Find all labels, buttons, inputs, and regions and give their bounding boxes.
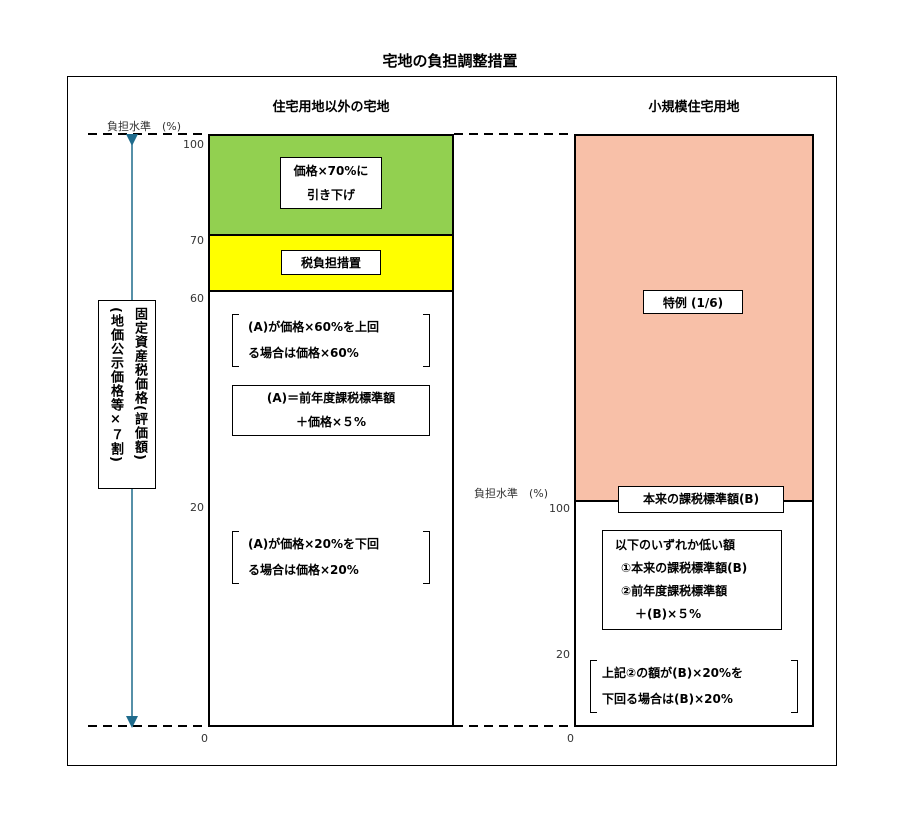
- white-band-left: [208, 290, 454, 727]
- left-tick-70: 70: [190, 234, 204, 247]
- lower-amount-line2: ①本来の課税標準額(B): [621, 561, 748, 575]
- right-heading: 小規模住宅用地: [648, 100, 740, 115]
- formula-a-box: (A)＝前年度課税標準額 ＋価格×５%: [232, 385, 430, 436]
- side-label-box: 固定資産税価格(評価額) (地価公示価格等×７割): [98, 300, 156, 489]
- right-axis-label: 負担水準 (%): [474, 487, 549, 500]
- special-rule-box: 特例 (1/6): [643, 290, 743, 314]
- left-tick-100: 100: [183, 138, 204, 151]
- formula-a-line2: ＋価格×５%: [295, 415, 367, 429]
- bracket-20-line2: る場合は価格×20%: [248, 563, 359, 577]
- left-tick-0: 0: [201, 732, 208, 745]
- bracket-note-right: 上記②の額が(B)×20%を 下回る場合は(B)×20%: [590, 660, 798, 713]
- bracket-right-line2: 下回る場合は(B)×20%: [602, 692, 733, 706]
- salmon-band: [574, 134, 814, 500]
- diagram-frame: [67, 76, 837, 766]
- green-note-box: 価格×70%に 引き下げ: [280, 157, 382, 209]
- left-heading: 住宅用地以外の宅地: [272, 100, 390, 115]
- green-note-line1: 価格×70%に: [293, 164, 369, 178]
- left-tick-20: 20: [190, 501, 204, 514]
- bracket-note-20: (A)が価格×20%を下回 る場合は価格×20%: [232, 531, 430, 584]
- lower-amount-line1: 以下のいずれか低い額: [615, 538, 736, 552]
- bracket-right-line1: 上記②の額が(B)×20%を: [602, 666, 744, 680]
- lower-amount-line3: ②前年度課税標準額: [621, 584, 728, 598]
- formula-a-line1: (A)＝前年度課税標準額: [266, 391, 396, 405]
- bracket-20-line1: (A)が価格×20%を下回: [248, 537, 380, 551]
- right-tick-0: 0: [567, 732, 574, 745]
- bracket-note-60: (A)が価格×60%を上回 る場合は価格×60%: [232, 314, 430, 367]
- side-label-line1: 固定資産税価格(評価額): [132, 307, 147, 461]
- right-tick-100: 100: [549, 502, 570, 515]
- base-amount-box: 本来の課税標準額(B): [618, 486, 784, 513]
- lower-amount-box: 以下のいずれか低い額 ①本来の課税標準額(B) ②前年度課税標準額 ＋(B)×５…: [602, 530, 782, 630]
- bracket-60-line2: る場合は価格×60%: [248, 346, 359, 360]
- green-note-line2: 引き下げ: [306, 188, 355, 202]
- right-tick-20: 20: [556, 648, 570, 661]
- lower-amount-line4: ＋(B)×５%: [635, 607, 702, 621]
- side-label-line2: (地価公示価格等×７割): [108, 307, 123, 463]
- diagram-title: 宅地の負担調整措置: [382, 52, 518, 70]
- left-axis-label: 負担水準 (%): [107, 120, 182, 133]
- tax-burden-box: 税負担措置: [281, 250, 381, 275]
- left-tick-60: 60: [190, 292, 204, 305]
- bracket-60-line1: (A)が価格×60%を上回: [248, 320, 380, 334]
